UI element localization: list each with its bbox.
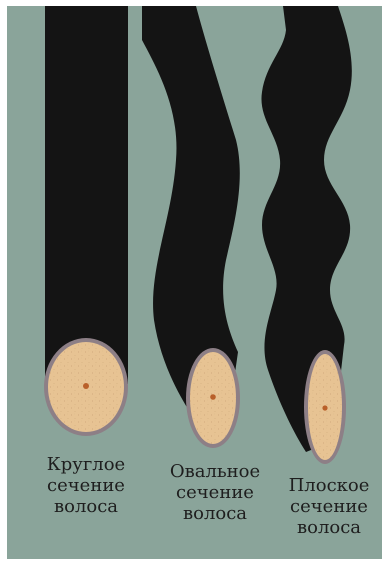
caption-line: сечение (274, 496, 384, 517)
caption-line: Круглое (31, 454, 141, 475)
caption-line: Овальное (160, 461, 270, 482)
flat-section-caption: Плоское сечение волоса (274, 475, 384, 538)
caption-line: сечение (31, 475, 141, 496)
round-section-caption: Круглое сечение волоса (31, 454, 141, 517)
flat-cross-section (304, 350, 346, 464)
oval-section-caption: Овальное сечение волоса (160, 461, 270, 524)
flat-medulla (322, 405, 327, 410)
oval-cross-section (186, 348, 240, 448)
caption-line: сечение (160, 482, 270, 503)
straight-hair-strand (45, 6, 128, 384)
caption-line: волоса (274, 517, 384, 538)
round-cross-section (44, 338, 128, 436)
caption-line: волоса (31, 496, 141, 517)
straight-hair-shaft (45, 6, 128, 384)
caption-line: Плоское (274, 475, 384, 496)
oval-medulla (210, 394, 216, 400)
round-medulla (83, 383, 89, 389)
caption-line: волоса (160, 503, 270, 524)
